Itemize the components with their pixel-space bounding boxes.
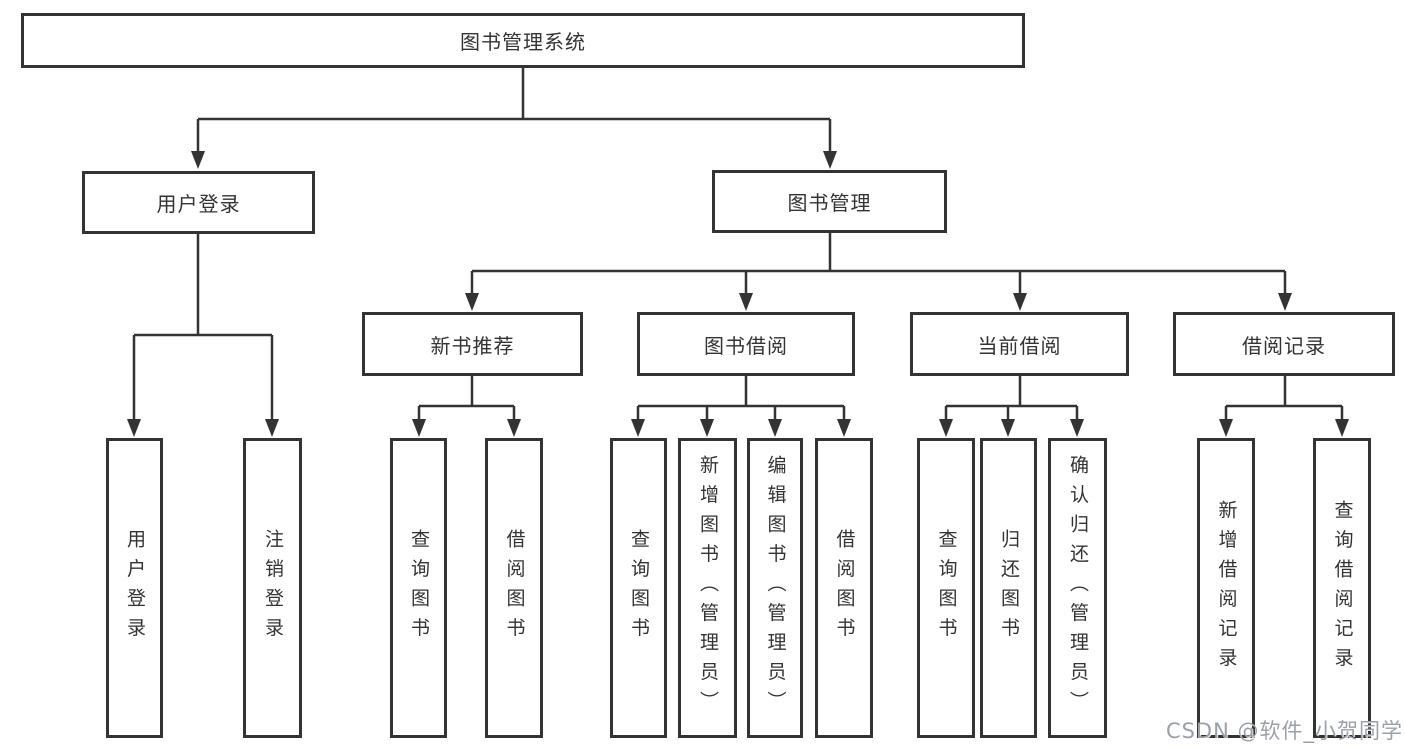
node-user-login: 用户登录: [82, 171, 315, 234]
node-current-borrowing: 当前借阅: [910, 312, 1129, 376]
node-book-management: 图书管理: [712, 170, 947, 233]
leaf-add-books-admin: 新增图书（管理员）: [678, 438, 737, 738]
leaf-return-books: 归还图书: [980, 438, 1037, 738]
leaf-query-books-borrowing: 查询图书: [610, 438, 667, 738]
leaf-label: 查询借阅记录: [1331, 499, 1354, 677]
leaf-confirm-return-admin: 确认归还（管理员）: [1048, 438, 1107, 738]
leaf-label: 新增借阅记录: [1215, 499, 1238, 677]
leaf-borrow-books-borrowing: 借阅图书: [815, 438, 873, 738]
leaf-label: 查询图书: [408, 529, 430, 647]
leaf-label: 新增图书（管理员）: [697, 455, 719, 721]
leaf-label: 借阅图书: [833, 529, 856, 647]
leaf-add-borrow-record: 新增借阅记录: [1197, 438, 1255, 738]
leaf-label: 借阅图书: [503, 529, 526, 647]
node-library-management-system: 图书管理系统: [21, 13, 1025, 68]
leaf-query-borrow-record: 查询借阅记录: [1313, 438, 1371, 738]
node-book-borrowing: 图书借阅: [637, 312, 855, 376]
leaf-label: 用户登录: [124, 529, 146, 647]
leaf-edit-books-admin: 编辑图书（管理员）: [747, 438, 803, 738]
leaf-label: 编辑图书（管理员）: [764, 455, 787, 721]
leaf-label: 注销登录: [262, 529, 284, 647]
leaf-label: 归还图书: [998, 529, 1020, 647]
leaf-query-books-recommend: 查询图书: [390, 438, 447, 738]
leaf-label: 查询图书: [628, 529, 650, 647]
leaf-user-login: 用户登录: [106, 438, 163, 738]
leaf-query-books-current: 查询图书: [917, 438, 975, 738]
csdn-watermark: CSDN @软件_小贺同学: [1165, 719, 1403, 743]
leaf-logout: 注销登录: [243, 438, 302, 738]
leaf-label: 查询图书: [935, 529, 958, 647]
leaf-label: 确认归还（管理员）: [1067, 455, 1089, 721]
node-new-book-recommendation: 新书推荐: [362, 312, 583, 376]
node-borrowing-records: 借阅记录: [1173, 312, 1395, 376]
leaf-borrow-books-recommend: 借阅图书: [485, 438, 543, 738]
